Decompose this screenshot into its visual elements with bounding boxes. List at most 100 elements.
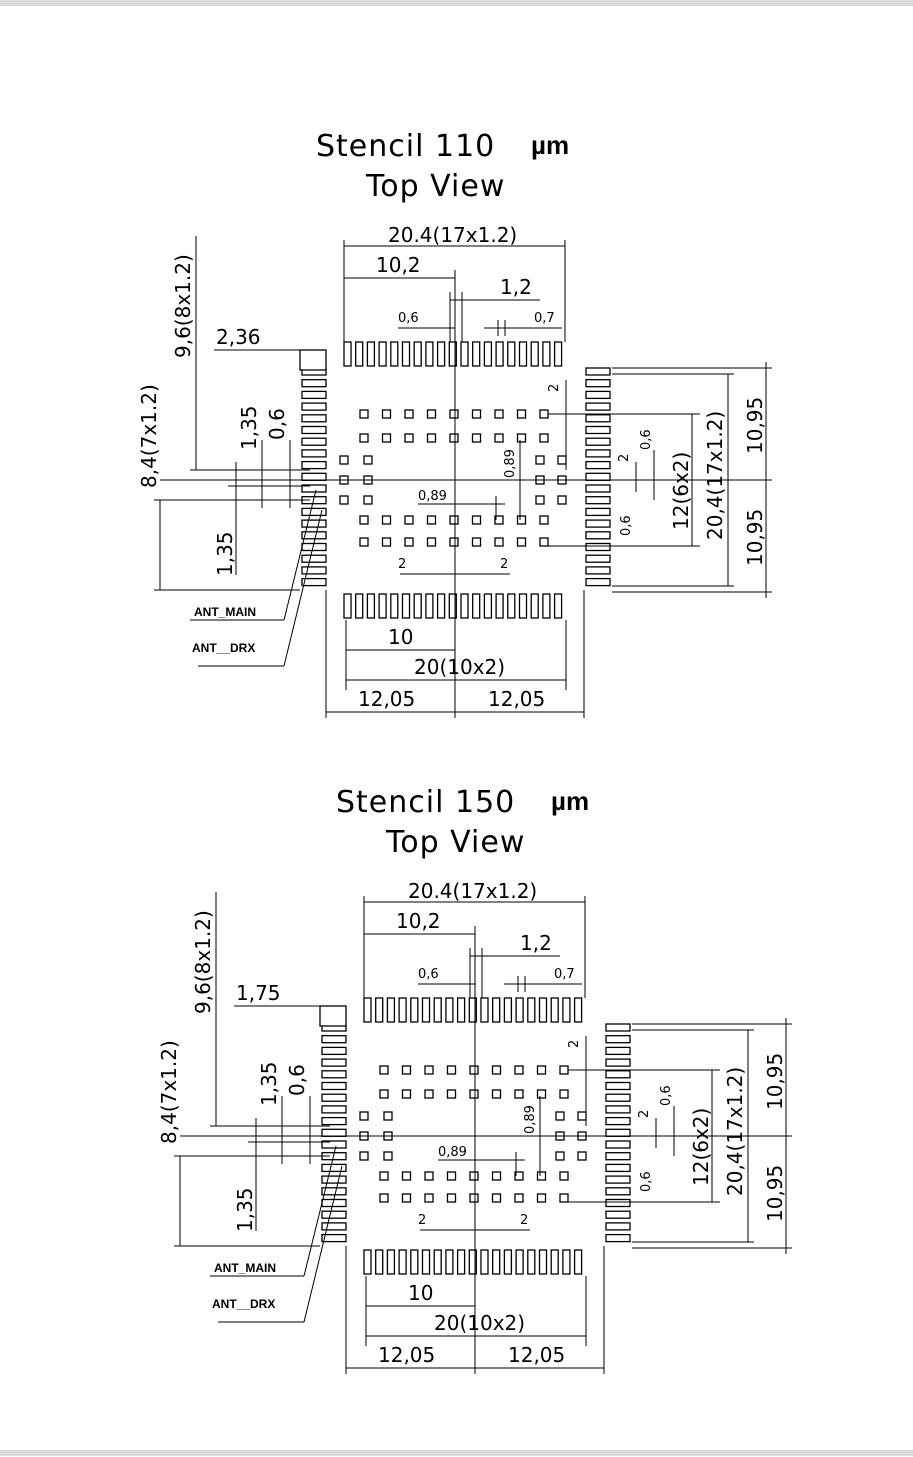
top-pad [492, 997, 501, 1023]
dim-inner-span: 12(6x2) [689, 1108, 713, 1186]
top-pad [480, 997, 489, 1023]
left-pad [301, 566, 327, 575]
grid-pad [426, 515, 437, 525]
top-pad [472, 341, 481, 367]
grid-pad [379, 1065, 389, 1075]
grid-pad [514, 1089, 524, 1099]
right-dimension-lines [548, 362, 772, 598]
bottom-pad [480, 1249, 489, 1275]
grid-pad [404, 515, 414, 525]
bottom-pad [363, 1249, 372, 1275]
grid-pad [381, 409, 392, 419]
bottom-pad [492, 1249, 501, 1275]
top-pad [410, 997, 419, 1023]
dim-grid-a: 2 [418, 1213, 426, 1228]
bottom-pad [542, 593, 551, 619]
grid-pad [469, 1065, 479, 1075]
right-pad [605, 1116, 631, 1126]
grid-pad [491, 1193, 502, 1203]
antenna-pad [301, 484, 327, 493]
grid-pad [359, 1111, 369, 1121]
right-pad [605, 1081, 631, 1091]
right-pad [605, 1035, 631, 1044]
top-pad [421, 997, 431, 1023]
dim-inner-b: 2 [637, 1110, 652, 1118]
grid-pad [469, 1171, 479, 1181]
grid-pad [383, 1111, 393, 1121]
grid-pad [577, 1111, 587, 1121]
right-pad [605, 1163, 631, 1173]
bottom-pad [433, 1249, 442, 1275]
grid-pad [536, 1171, 547, 1181]
grid-pad [536, 1065, 547, 1075]
dim-inner-d: 2 [547, 384, 562, 392]
dim-pad-width-right: 0,7 [554, 967, 575, 982]
left-pad [321, 1046, 347, 1056]
top-pad [495, 341, 504, 367]
grid-pad [555, 1151, 565, 1161]
grid-pad [446, 1193, 457, 1203]
grid-pad [557, 495, 567, 505]
stencil-drawing-110: Stencil 110 µm Top View 20.4(17x1.2) 10,… [137, 129, 772, 718]
dim-inner-a: 0,6 [659, 1085, 674, 1106]
grid-pad [363, 455, 373, 465]
right-pad [585, 531, 611, 540]
dim-small-c: 1,35 [233, 1187, 257, 1232]
dim-top-width: 20.4(17x1.2) [388, 223, 517, 247]
top-pad [401, 341, 411, 367]
dim-pad-width-left: 0,6 [418, 967, 439, 982]
left-pad [321, 1187, 347, 1196]
left-pad-column [319, 1005, 347, 1243]
grid-pad [424, 1171, 434, 1181]
grid-pad [381, 433, 392, 443]
right-pad [605, 1222, 631, 1231]
grid-pad [379, 1171, 389, 1181]
center-dimension-lines [400, 440, 521, 575]
dim-small-b: 0,6 [285, 1064, 309, 1096]
left-pad [321, 1105, 347, 1114]
grid-pad [491, 1089, 502, 1099]
top-pad [355, 341, 364, 367]
grid-pad [359, 515, 369, 525]
grid-pad [536, 1193, 547, 1203]
antenna-leaders [190, 489, 323, 667]
left-pad [321, 1093, 347, 1102]
bottom-pad [386, 1249, 396, 1275]
top-pad [468, 997, 477, 1023]
grid-pad [449, 537, 459, 547]
grid-pad [557, 455, 567, 465]
bottom-pad [421, 1249, 431, 1275]
antenna-pad [321, 1163, 347, 1173]
right-pad [605, 1105, 631, 1114]
view-title: Top View [385, 825, 525, 860]
dim-left-bottom-span: 8,4(7x1.2) [137, 384, 161, 488]
left-pad [301, 425, 327, 435]
dim-small-c: 1,35 [213, 531, 237, 576]
dim-center-b: 0,89 [523, 1105, 538, 1134]
dim-left-offset: 1,75 [236, 981, 281, 1005]
right-pad [585, 425, 611, 435]
left-pad [301, 577, 327, 587]
left-pad [321, 1222, 347, 1231]
right-pad [585, 390, 611, 400]
top-pad [518, 341, 528, 367]
bottom-dimension-lines [345, 1246, 605, 1374]
top-pad [503, 997, 513, 1023]
grid-pad [381, 515, 392, 525]
grid-pad [426, 409, 437, 419]
left-pad [321, 1116, 347, 1126]
grid-pad [424, 1089, 434, 1099]
right-pad [605, 1046, 631, 1056]
grid-pad [469, 1089, 479, 1099]
dim-inner-span: 12(6x2) [669, 452, 693, 530]
page-bottom-band [0, 1450, 913, 1456]
bottom-pad [355, 593, 364, 619]
right-pad [605, 1175, 631, 1184]
right-pad [585, 460, 611, 470]
dim-bottom-left: 12,05 [358, 687, 415, 711]
dim-pad-width-left: 0,6 [398, 311, 419, 326]
right-pad [585, 379, 611, 388]
dim-top-width: 20.4(17x1.2) [408, 879, 537, 903]
grid-pad [559, 1089, 569, 1099]
grid-pad [559, 1193, 569, 1203]
